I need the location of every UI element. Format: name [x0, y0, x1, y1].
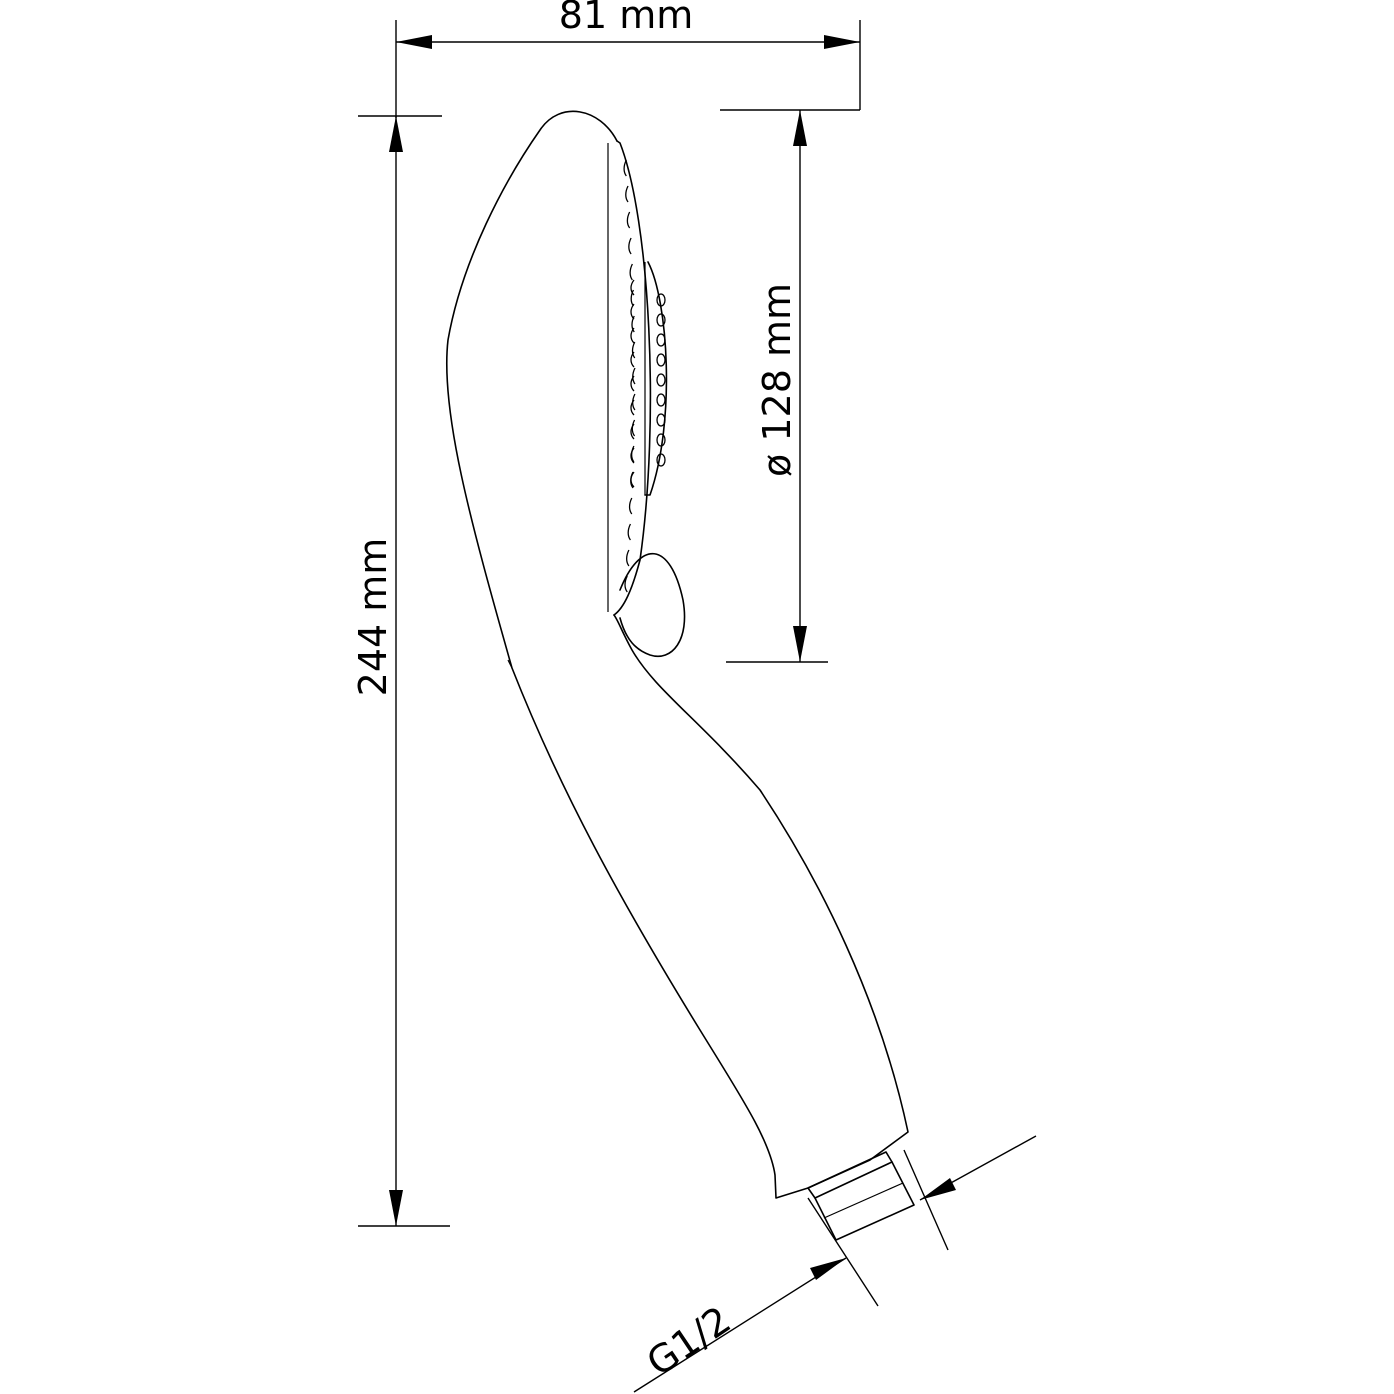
thread-arrow-lower [810, 1258, 846, 1280]
height-dimension: 244 mm [351, 115, 450, 1227]
inner-spray-nozzle [630, 423, 635, 440]
width-arrow-left [396, 35, 432, 49]
spray-nozzle [631, 419, 636, 437]
thread-arrow-upper [920, 1178, 956, 1200]
inner-spray-nozzle [630, 279, 635, 296]
center-nozzle [656, 293, 666, 307]
center-nozzle [656, 333, 666, 347]
inner-spray-nozzle [630, 303, 635, 320]
center-nozzle [656, 313, 666, 327]
back-seam [507, 659, 513, 669]
inner-spray-nozzle [630, 327, 635, 344]
center-nozzle [656, 453, 666, 467]
thread-dimension: G1/2 [633, 1135, 1037, 1393]
spray-nozzle [629, 263, 633, 281]
center-nozzle [656, 433, 666, 447]
center-nozzle [656, 373, 666, 387]
nozzle-group [623, 159, 666, 593]
spray-nozzle [631, 341, 636, 359]
width-dimension: 81 mm [395, 0, 861, 118]
spray-nozzle [626, 549, 630, 567]
inner-spray-nozzle [630, 447, 635, 464]
spray-nozzle [624, 575, 628, 593]
shower-head-body [445, 110, 915, 1241]
thread-connector [807, 1151, 893, 1199]
spray-nozzle [626, 211, 631, 229]
thread-line [823, 1182, 904, 1219]
width-label: 81 mm [559, 0, 693, 37]
center-disk [644, 261, 668, 496]
thread-label: G1/2 [639, 1298, 739, 1385]
width-arrow-right [824, 35, 860, 49]
thread-ext-2 [903, 1149, 949, 1251]
spray-nozzle [628, 237, 632, 255]
inner-spray-nozzle [630, 471, 635, 488]
diameter-arrow-bottom [793, 626, 807, 662]
inner-spray-nozzle [630, 375, 635, 392]
height-arrow-top [389, 116, 403, 152]
spray-nozzle [623, 159, 627, 177]
spray-nozzle [628, 497, 633, 515]
diameter-arrow-top [793, 110, 807, 146]
thread-dim-line-lower [633, 1257, 847, 1393]
spray-nozzle [631, 315, 635, 333]
diameter-dimension: ø 128 mm [720, 109, 860, 663]
spray-nozzle [627, 523, 632, 541]
spray-nozzle [625, 185, 629, 203]
center-nozzle [656, 413, 666, 427]
center-nozzle [656, 353, 666, 367]
height-label: 244 mm [351, 538, 395, 697]
thread-body [814, 1161, 915, 1241]
spray-face-edge [613, 140, 652, 616]
inner-spray-nozzle [630, 399, 635, 416]
diameter-label: ø 128 mm [755, 283, 799, 477]
center-nozzle [656, 393, 666, 407]
inner-spray-nozzle [630, 351, 635, 368]
body-outline [445, 110, 909, 1199]
height-arrow-bottom [389, 1190, 403, 1226]
thread-ext-1 [807, 1197, 879, 1307]
lever-shape [619, 552, 686, 658]
